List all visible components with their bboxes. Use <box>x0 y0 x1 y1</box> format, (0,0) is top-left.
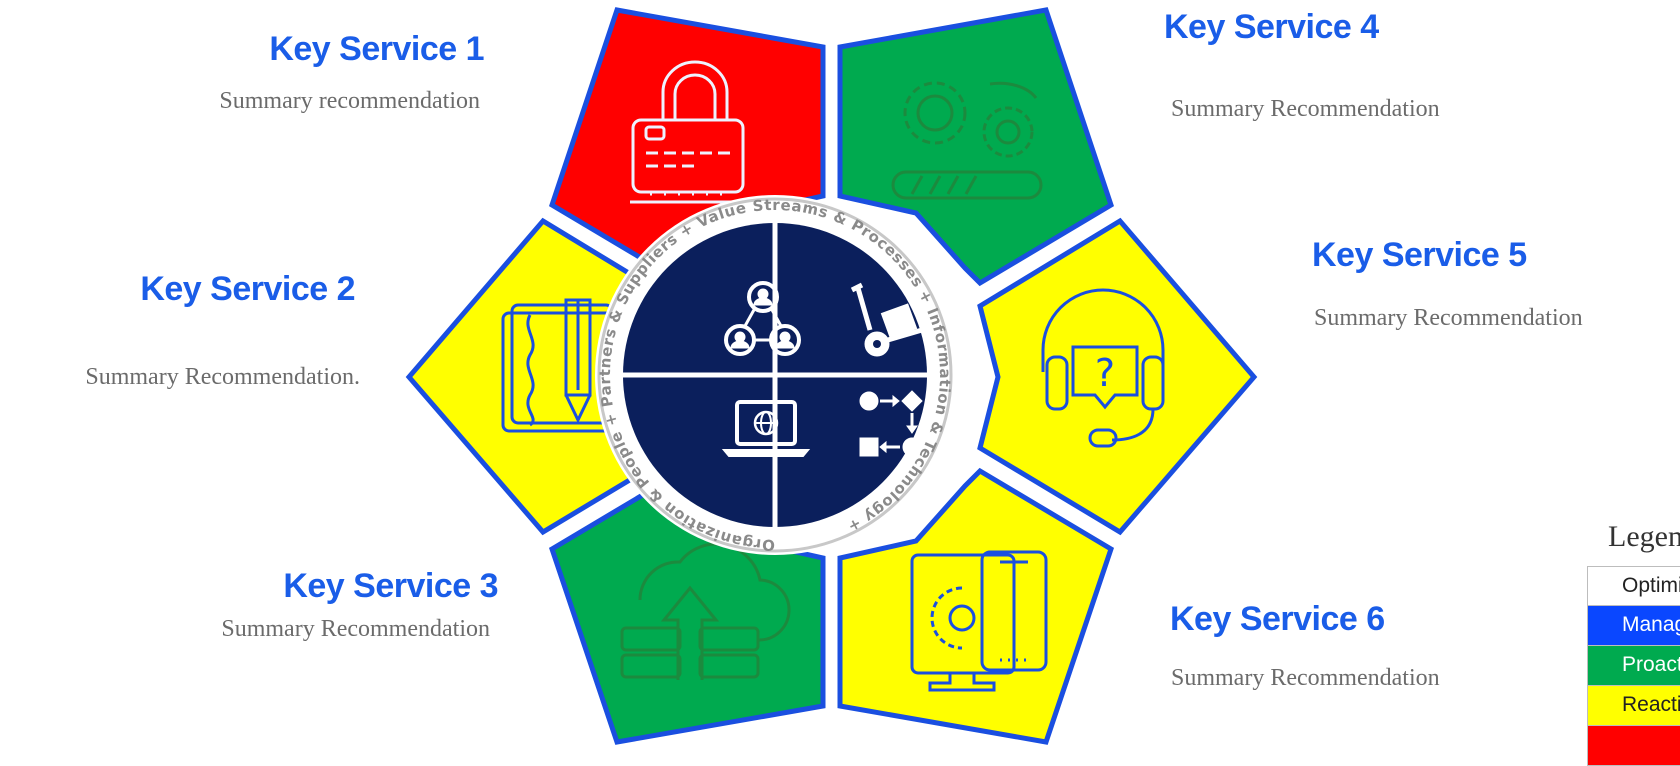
cloud-upload-server-icon <box>620 542 791 680</box>
service-tile-4[interactable] <box>837 7 1115 287</box>
service-summary-1: Summary recommendation <box>219 88 480 114</box>
service-tile-5[interactable] <box>977 217 1258 536</box>
service-title-5: Key Service 5 <box>1312 236 1527 274</box>
legend: Optimized Managed Proactive Reactive <box>1587 566 1680 766</box>
services-diagram: ? Organization & People + Partners & Sup… <box>405 7 1258 745</box>
svg-text:?: ? <box>1095 351 1115 395</box>
legend-item-optimized: Optimized <box>1587 566 1680 606</box>
service-summary-6: Summary Recommendation <box>1171 665 1440 691</box>
gears-progress-icon <box>891 81 1043 200</box>
service-summary-2: Summary Recommendation. <box>85 364 360 390</box>
process-flow-icon <box>859 390 923 457</box>
legend-item-critical <box>1587 726 1680 766</box>
devices-gear-icon <box>910 550 1048 692</box>
hub-ring-border <box>597 197 953 553</box>
service-tile-6[interactable] <box>837 467 1115 745</box>
headset-support-icon: ? <box>1041 288 1165 448</box>
legend-item-proactive: Proactive <box>1587 646 1680 686</box>
service-summary-5: Summary Recommendation <box>1314 305 1583 331</box>
service-summary-4: Summary Recommendation <box>1171 96 1440 122</box>
hand-truck-icon <box>850 282 923 357</box>
people-network-icon <box>724 281 801 356</box>
legend-item-reactive: Reactive <box>1587 686 1680 726</box>
service-summary-3: Summary Recommendation <box>221 616 490 642</box>
legend-title: Legend <box>1608 520 1680 553</box>
service-title-6: Key Service 6 <box>1170 600 1385 638</box>
service-title-4: Key Service 4 <box>1164 8 1379 46</box>
laptop-globe-icon <box>721 400 811 457</box>
service-title-2: Key Service 2 <box>140 270 355 308</box>
legend-item-managed: Managed <box>1587 606 1680 646</box>
service-title-3: Key Service 3 <box>283 567 498 605</box>
service-title-1: Key Service 1 <box>269 30 484 68</box>
